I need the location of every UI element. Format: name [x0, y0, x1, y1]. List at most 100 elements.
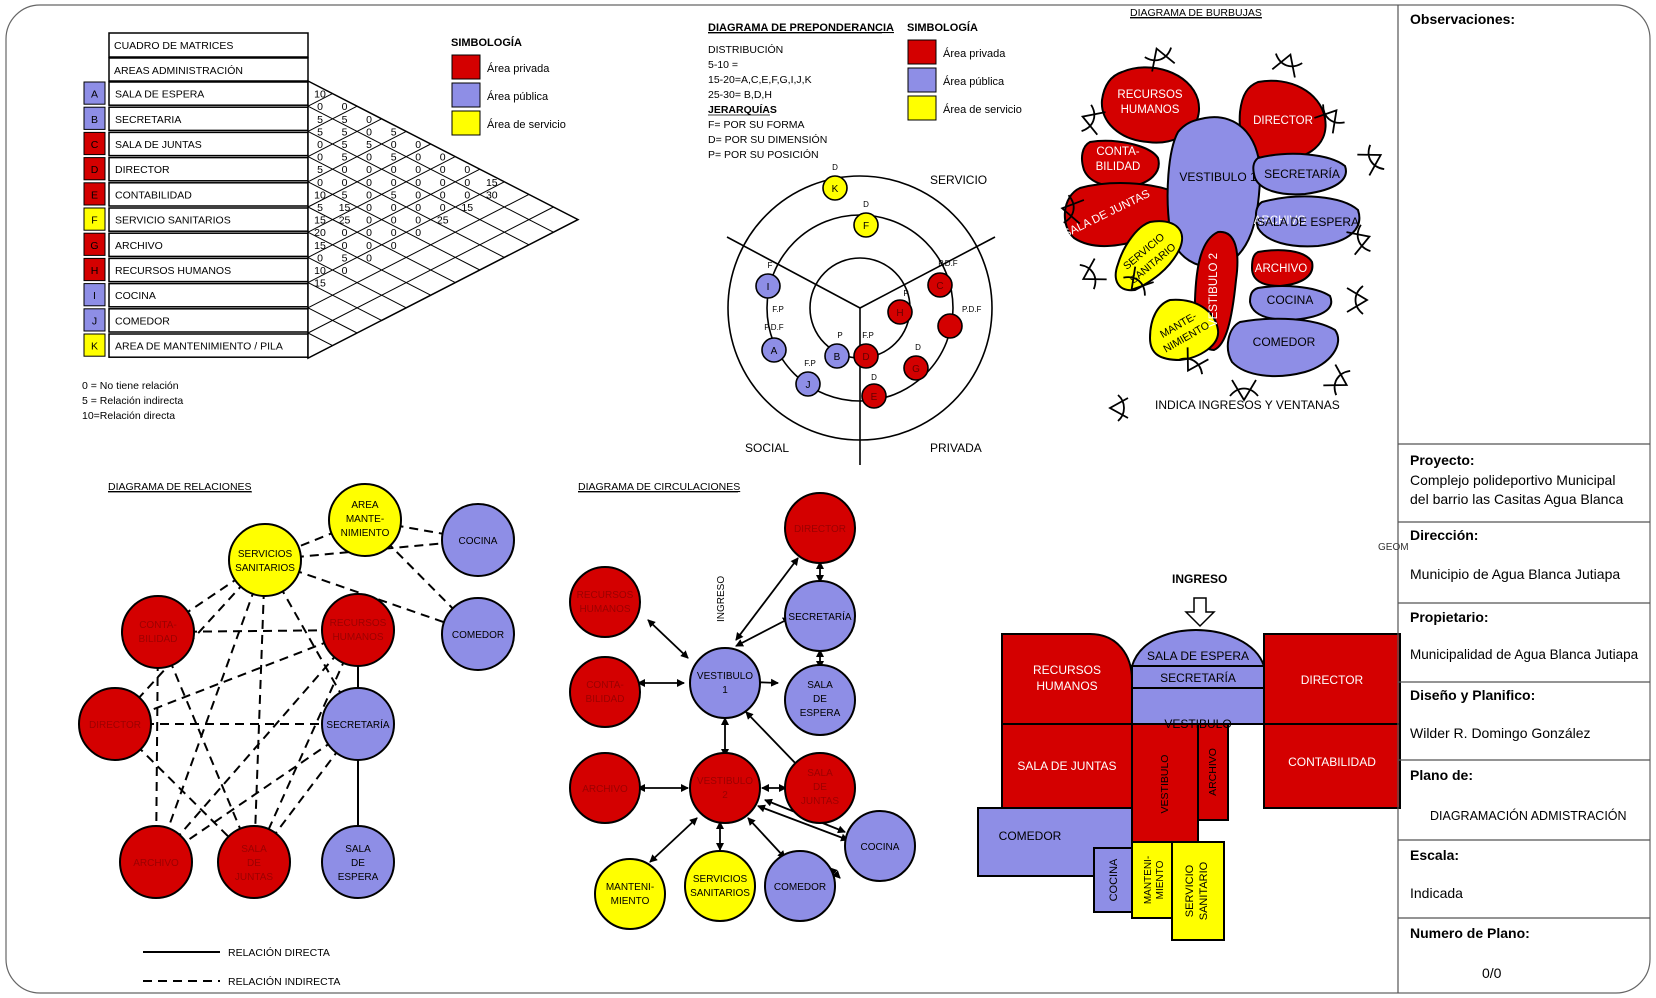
plan-comedor: COMEDOR: [999, 829, 1062, 843]
zoning-plan: INGRESO GEOM RECURSOS HUMANOS DIRECTOR S…: [977, 542, 1409, 941]
entry-window-icon: [1079, 258, 1107, 290]
circ-vest1-1: VESTIBULO: [697, 671, 753, 682]
matrix-cell-value: 0: [391, 227, 397, 239]
plan-vestibulo: VESTIBULO: [1164, 717, 1231, 731]
circ-vest2-2: 2: [722, 790, 728, 801]
matrix-cell-value: 0: [415, 139, 421, 151]
matrix-row-letter: I: [93, 290, 96, 302]
matrix-cell-value: 15: [314, 215, 326, 227]
matrix-row-letter-box: [83, 157, 106, 181]
matrix-cell-value: 0: [391, 177, 397, 189]
matrix-cell-value: 5: [342, 189, 348, 201]
rel-juntas-2: DE: [247, 858, 261, 869]
matrix-cell-value: 0: [317, 101, 323, 113]
matrix-cell-value: 0: [366, 240, 372, 252]
matrix-row-letter-box: [83, 257, 106, 282]
matrix-cell-value: 0: [317, 152, 323, 164]
symbology-right: SIMBOLOGÍA Área privada Área pública Áre…: [907, 21, 1022, 121]
matrix-title-box: [108, 32, 309, 58]
circ-serv-2: SANITARIOS: [690, 888, 750, 899]
circ-serv-1: SERVICIOS: [693, 874, 748, 885]
rel-serv-2: SANITARIOS: [235, 563, 295, 574]
legend-direct: RELACIÓN DIRECTA: [228, 946, 330, 959]
entry-window-icon: [1323, 364, 1351, 396]
matrix-cell-value: 5: [391, 126, 397, 138]
matrix-cell-value: 20: [314, 227, 326, 239]
prep-node-extra: [937, 313, 963, 339]
prep-node-tag: D: [832, 163, 838, 172]
circ-conta-2: BILIDAD: [586, 694, 625, 705]
matrix-cell-value: 0: [440, 177, 446, 189]
bubble-espera: SALA DE ESPERA: [1257, 215, 1359, 229]
matrix-cell-value: 0: [317, 139, 323, 151]
matrix-cell-value: 0: [415, 202, 421, 214]
matrix-cell-value: 0: [342, 164, 348, 176]
matrix-cell-value: 0: [366, 164, 372, 176]
matrix-row-name: SECRETARIA: [115, 114, 181, 126]
swatch-private: [451, 54, 481, 80]
plan-geom: GEOM: [1378, 542, 1409, 553]
rel-mant-2: MANTE-: [346, 514, 384, 525]
sector-social: SOCIAL: [745, 441, 789, 455]
matrix-row-letter: E: [91, 189, 98, 201]
matrix-cell-value: 0: [391, 240, 397, 252]
circ-cocina: COCINA: [861, 842, 900, 853]
matrix-cell-value: 5: [366, 139, 372, 151]
matrix-cell-value: 5: [317, 202, 323, 214]
matrix-row-letter: K: [91, 341, 98, 353]
symbology-left-title: SIMBOLOGÍA: [451, 36, 522, 49]
matrix-cell-value: 0: [415, 177, 421, 189]
prep-node-label: C: [936, 281, 943, 292]
prep-node-label: H: [896, 308, 903, 319]
legend-indirect: RELACIÓN INDIRECTA: [228, 975, 340, 988]
plan-serv-1: SERVICIO: [1184, 864, 1196, 917]
plan-rrhh-2: HUMANOS: [1036, 679, 1097, 693]
plan-director: DIRECTOR: [1301, 673, 1364, 687]
matrix-cell-value: 0: [366, 114, 372, 126]
rel-juntas-3: JUNTAS: [235, 872, 273, 883]
matrix-row-letter-box: [83, 131, 106, 156]
bubble-conta-1: CONTA-: [1096, 146, 1139, 158]
prep-node-I: [755, 273, 781, 299]
matrix-cell-value: 5: [342, 126, 348, 138]
matrix-row-letter-box: [83, 283, 106, 307]
rel-rrhh-2: HUMANOS: [332, 632, 383, 643]
entry-window-icon: [1357, 144, 1385, 176]
matrix-cell-value: 15: [486, 177, 498, 189]
matrix-cell-value: 0: [440, 164, 446, 176]
circ-juntas-3: JUNTAS: [801, 796, 839, 807]
prep-node-F: [853, 212, 879, 238]
matrix-cell-value: 0: [391, 139, 397, 151]
rel-espera-1: SALA: [345, 844, 371, 855]
plan-contabilidad: CONTABILIDAD: [1288, 755, 1376, 769]
tb-propietario: Municipalidad de Agua Blanca Jutiapa: [1410, 647, 1639, 662]
plan-juntas: SALA DE JUNTAS: [1017, 759, 1116, 773]
prep-line-3: 25-30= B,D,H: [708, 89, 772, 101]
matrix-cell-value: 0: [415, 227, 421, 239]
matrix-row-letter-box: [83, 232, 106, 256]
matrix-cell-value: 0: [391, 215, 397, 227]
plan-archivo: ARCHIVO: [1207, 748, 1219, 796]
prep-node-extra-tag: P.D.F: [962, 305, 982, 314]
rel-mant-1: AREA: [351, 500, 379, 511]
bubble-cocina: COCINA: [1267, 293, 1314, 307]
prep-node-A: [761, 337, 787, 363]
prep-line-1: 5-10 =: [708, 59, 738, 71]
relations-title: DIAGRAMA DE RELACIONES: [108, 481, 252, 493]
prep-line-2: 15-20=A,C,E,F,G,I,J,K: [708, 74, 812, 86]
tb-numero: 0/0: [1482, 965, 1502, 981]
circ-vest2-1: VESTIBULO: [697, 776, 753, 787]
entry-window-icon: [1144, 46, 1176, 72]
prep-line-0: DISTRIBUCIÓN: [708, 43, 783, 56]
matrix-cell-value: 0: [415, 164, 421, 176]
symbology-left: SIMBOLOGÍA Área privada Área pública Áre…: [451, 36, 566, 136]
prep-node-tag: P.D.F: [938, 259, 958, 268]
tb-plano: DIAGRAMACIÓN ADMISTRACIÓN: [1430, 808, 1627, 823]
prep-node-tag: F.P: [862, 331, 874, 340]
rel-mant-3: NIMIENTO: [341, 528, 390, 539]
prep-node-label: F: [863, 221, 869, 232]
entry-window-icon: [1123, 266, 1154, 296]
matrix-row-letter-box: [83, 308, 106, 332]
bubble-comedor: COMEDOR: [1253, 335, 1316, 349]
